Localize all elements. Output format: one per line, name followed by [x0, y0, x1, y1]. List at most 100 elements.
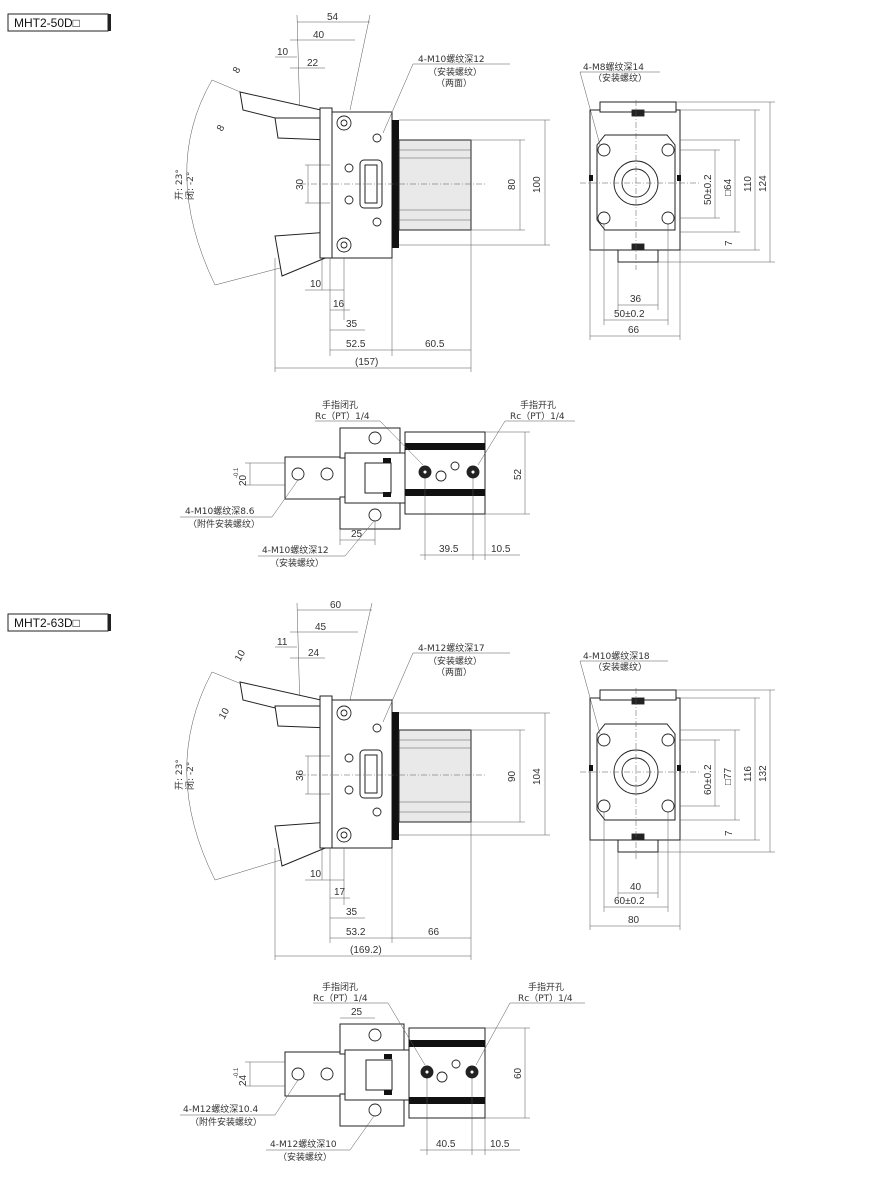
angle-open: 开: 23°	[174, 169, 185, 200]
dim-10-bottom: 10	[310, 279, 322, 290]
dim-16: 16	[333, 299, 345, 310]
dim-52-5: 52.5	[346, 339, 366, 350]
dim-40: 40	[313, 30, 325, 41]
thread-label: 4-M12螺纹深17	[418, 642, 485, 654]
dim-35: 35	[346, 319, 358, 330]
close-port-size: Rc（PT）1/4	[315, 411, 370, 422]
model-label: MHT2-63D□	[14, 616, 80, 630]
dim-25: 25	[351, 529, 363, 540]
dim-20-tol: -0.1	[234, 467, 240, 478]
mount-label: 4-M10螺纹深12	[262, 544, 329, 556]
dim-66: 66	[628, 325, 640, 336]
front-view-63: 开: 23° 闭: -2° 60 45 11 24 10 10	[174, 600, 550, 960]
dim-30: 30	[295, 178, 306, 190]
open-port-label: 手指开孔	[520, 399, 556, 411]
dim-10-bottom: 10	[310, 869, 322, 880]
mount-sub: （安装螺纹）	[278, 1151, 332, 1163]
dim-53-2: 53.2	[346, 927, 366, 938]
dim-35: 35	[346, 907, 358, 918]
dim-25: 25	[351, 1007, 363, 1018]
dim-40-5: 40.5	[436, 1139, 456, 1150]
dim-60-horiz: 60±0.2	[614, 896, 645, 907]
mount-sub: （安装螺纹）	[270, 557, 324, 569]
side-thread-label: 4-M8螺纹深14	[583, 61, 644, 73]
att-label: 4-M10螺纹深8.6	[185, 505, 255, 517]
dim-132: 132	[758, 765, 769, 782]
thread-sub2: （两面）	[436, 78, 472, 89]
dim-20: 20	[238, 474, 249, 486]
dim-60-5: 60.5	[425, 339, 445, 350]
close-port-size: Rc（PT）1/4	[313, 993, 368, 1004]
dim-11: 11	[277, 637, 288, 648]
dim-10a: 10	[233, 648, 248, 664]
front-view-50: 开: 23° 闭: -2° 54 40 10 22 8 8	[174, 12, 550, 372]
open-port-size: Rc（PT）1/4	[510, 411, 565, 422]
dim-90: 90	[507, 770, 518, 782]
dim-10-5: 10.5	[491, 544, 511, 555]
side-thread-sub: （安装螺纹）	[593, 72, 647, 84]
dim-50-horiz: 50±0.2	[614, 309, 645, 320]
att-sub: （附件安装螺纹）	[188, 518, 260, 530]
dim-169: (169.2)	[350, 945, 382, 956]
dim-8a: 8	[231, 65, 244, 76]
dim-77: □77	[723, 767, 734, 785]
dim-80: 80	[628, 915, 640, 926]
dim-36: 36	[630, 294, 642, 305]
dim-8b: 8	[215, 123, 228, 134]
dim-24: 24	[238, 1074, 249, 1086]
model-label-box: MHT2-63D□	[7, 613, 111, 632]
cylinder-body	[398, 139, 472, 231]
dim-60-vert: 60±0.2	[703, 764, 714, 795]
dim-10-5: 10.5	[490, 1139, 510, 1150]
dim-50-vert: 50±0.2	[703, 174, 714, 205]
dim-60: 60	[513, 1067, 524, 1079]
angle-arc	[186, 79, 216, 286]
close-port-label: 手指闭孔	[322, 399, 358, 411]
top-view-50: 手指闭孔 Rc（PT）1/4 手指开孔 Rc（PT）1/4 20 -0.1 52…	[180, 399, 575, 569]
thread-sub2: （两面）	[436, 667, 472, 678]
model-label: MHT2-50D□	[14, 16, 80, 30]
side-view-50: 4-M8螺纹深14 （安装螺纹） 50±0.2 □64 110 124 7	[579, 61, 775, 340]
angle-close: 闭: -2°	[184, 762, 196, 790]
close-port-label: 手指闭孔	[322, 981, 358, 993]
dim-52: 52	[513, 468, 524, 480]
dim-124: 124	[758, 175, 769, 192]
dim-7: 7	[724, 830, 735, 836]
jaw-plate	[319, 107, 333, 259]
dim-17: 17	[334, 887, 346, 898]
side-thread-label: 4-M10螺纹深18	[583, 650, 650, 662]
dim-100: 100	[532, 176, 543, 193]
side-view-63: 4-M10螺纹深18 （安装螺纹） 60±0.2 □77 116 132 7 4…	[579, 650, 775, 930]
side-thread-sub: （安装螺纹）	[593, 661, 647, 673]
dim-10: 10	[277, 47, 289, 58]
dim-60: 60	[330, 600, 342, 611]
dim-7: 7	[724, 240, 735, 246]
dim-39-5: 39.5	[439, 544, 459, 555]
open-port-label: 手指开孔	[528, 981, 564, 993]
model-label-box: MHT2-50D□	[7, 13, 111, 32]
dim-22: 22	[307, 58, 319, 69]
thread-sub1: （安装螺纹）	[428, 66, 482, 78]
att-label: 4-M12螺纹深10.4	[183, 1103, 259, 1115]
section-mht2-63d: MHT2-63D□ 开: 23° 闭: -2° 60 45 11 24 10 1…	[7, 600, 775, 1163]
dim-10b: 10	[217, 706, 232, 722]
dim-36: 36	[295, 769, 306, 781]
dim-66: 66	[428, 927, 440, 938]
thread-label: 4-M10螺纹深12	[418, 53, 485, 65]
dim-104: 104	[532, 768, 543, 785]
mount-label: 4-M12螺纹深10	[270, 1138, 337, 1150]
dim-110: 110	[743, 176, 754, 192]
angle-open: 开: 23°	[174, 759, 185, 790]
att-sub: （附件安装螺纹）	[190, 1116, 262, 1128]
dim-54: 54	[327, 12, 339, 23]
thread-sub1: （安装螺纹）	[428, 655, 482, 667]
top-view-63: 手指闭孔 Rc（PT）1/4 手指开孔 Rc（PT）1/4 25 24 -0.1…	[180, 981, 585, 1163]
dim-24: 24	[308, 648, 320, 659]
dim-80: 80	[507, 178, 518, 190]
dim-116: 116	[743, 766, 754, 782]
dim-45: 45	[315, 622, 327, 633]
section-mht2-50d: MHT2-50D□ 开: 23° 闭: -2° 54 40 10 22 8 8	[7, 12, 775, 569]
dim-24-tol: -0.1	[234, 1067, 240, 1078]
angle-close: 闭: -2°	[184, 172, 196, 200]
